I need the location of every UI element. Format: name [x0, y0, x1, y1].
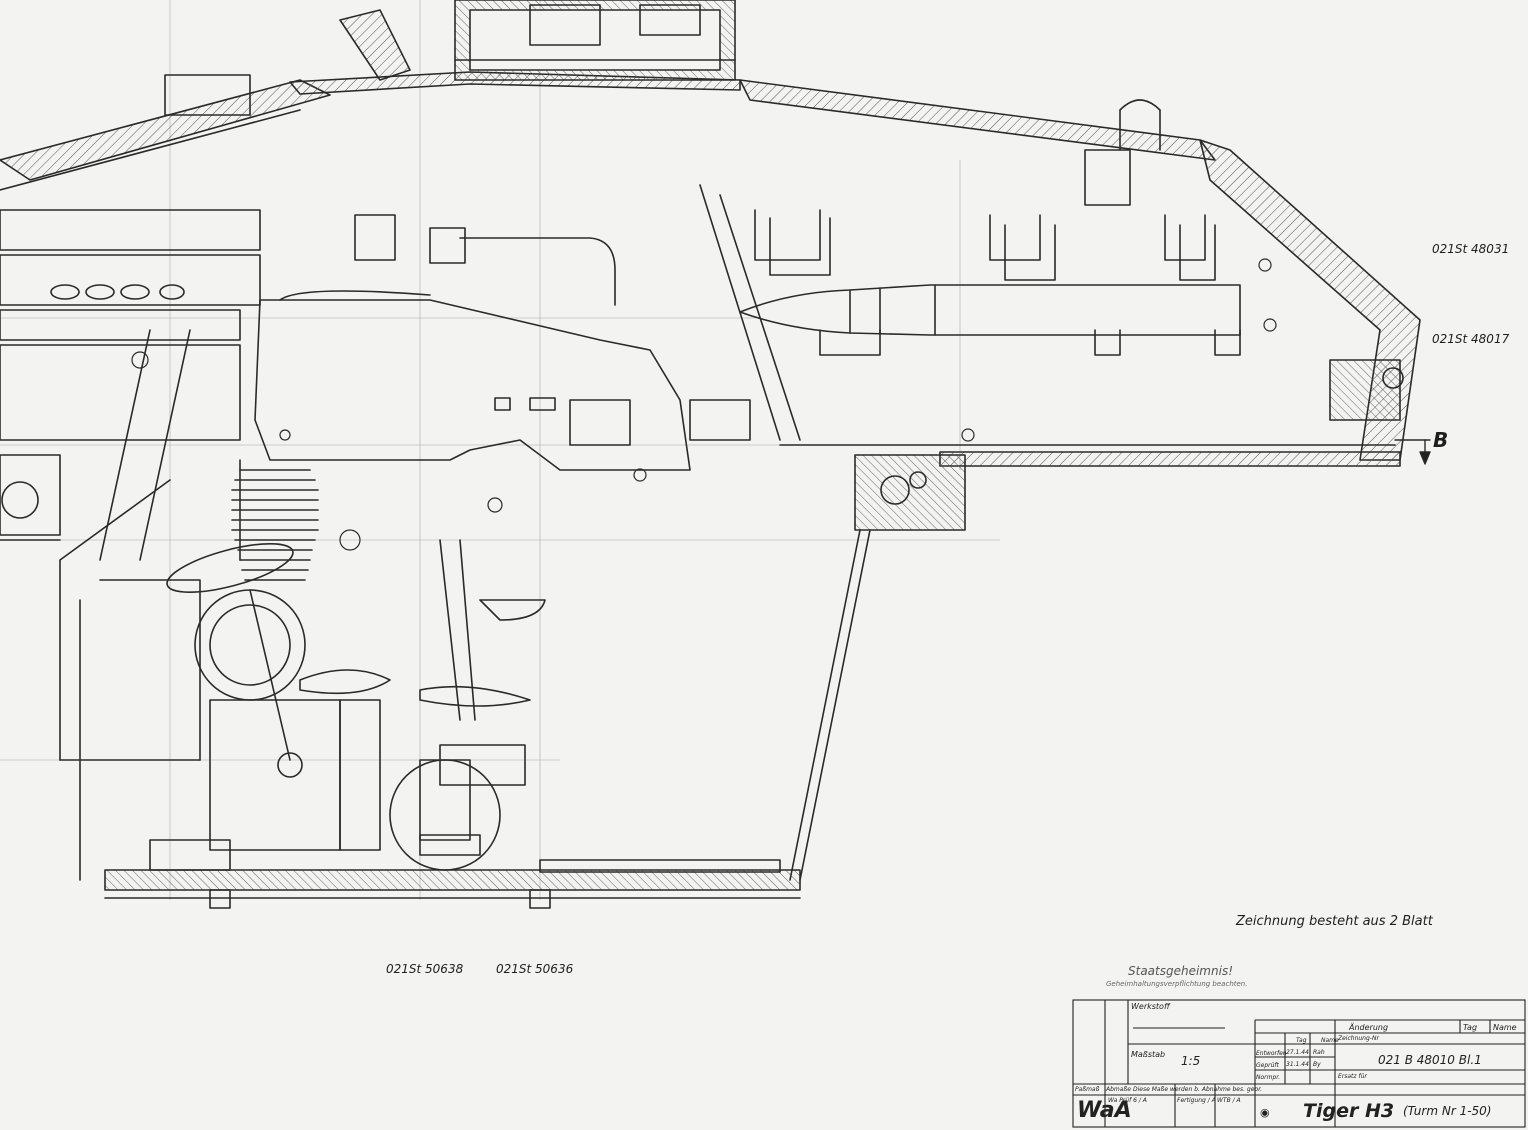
- massstab-label: Maßstab: [1131, 1050, 1166, 1059]
- part-reference-label: 021St 50636: [496, 962, 574, 976]
- product-title: Tiger H3: [1303, 1100, 1395, 1122]
- geprueft-date: 31.1.44: [1286, 1061, 1309, 1068]
- waa-mark: WaA: [1077, 1098, 1132, 1123]
- part-reference-label: 021St 48017: [1432, 332, 1510, 346]
- tag-header: Tag: [1463, 1023, 1478, 1032]
- entworfen-date: 27.1.44: [1286, 1049, 1309, 1056]
- entworfen-label: Entworfen: [1256, 1050, 1287, 1057]
- sheet-count-note: Zeichnung besteht aus 2 Blatt: [1236, 914, 1433, 929]
- recoil-guard: [254, 290, 751, 471]
- spring-stack: [231, 469, 319, 581]
- werkstoff-label: Werkstoff: [1131, 1002, 1170, 1011]
- geprueft-label: Geprüft: [1256, 1062, 1279, 1069]
- section-marker-label: B: [1433, 428, 1449, 452]
- entworfen-name: Rah: [1313, 1049, 1325, 1056]
- zeichnung-nr-label: Zeichnung-Nr: [1338, 1035, 1379, 1042]
- passmass-label: Paßmaß: [1075, 1086, 1100, 1093]
- turret-roof-armor: [0, 71, 1216, 191]
- eagle-stamp-icon: ◉: [1260, 1106, 1270, 1119]
- name-col-label: Name: [1321, 1037, 1339, 1044]
- fertigung-label: Fertigung / A: [1177, 1097, 1216, 1104]
- normpr-label: Normpr.: [1256, 1074, 1281, 1081]
- part-reference-label: 021St 50638: [386, 962, 464, 976]
- ammo-rack: [699, 184, 1241, 441]
- change-header: Änderung: [1349, 1023, 1389, 1032]
- classification-subtitle: Geheimhaltungsverpflichtung beachten.: [1106, 980, 1248, 988]
- traverse-mechanism: [59, 329, 319, 778]
- ammunition-round: [739, 284, 1241, 336]
- product-subtitle: (Turm Nr 1-50): [1403, 1104, 1492, 1118]
- turret-basket: [0, 529, 871, 881]
- turret-rear-armor: [1084, 99, 1421, 461]
- massstab-value: 1:5: [1181, 1054, 1201, 1068]
- fasteners: [131, 258, 1277, 551]
- gunner-seat: [299, 539, 546, 721]
- wa-pruef-label: Wa Prüf 6 / A: [1108, 1097, 1147, 1104]
- gun-breech: [0, 209, 616, 536]
- wtb-label: WTB / A: [1217, 1097, 1241, 1104]
- geprueft-name: By: [1313, 1061, 1321, 1068]
- classification-title: Staatsgeheimnis!: [1128, 964, 1233, 978]
- name-header: Name: [1493, 1023, 1517, 1032]
- abmasse-label: Abmaße: [1106, 1086, 1131, 1093]
- ersatz-label: Ersatz für: [1338, 1073, 1367, 1080]
- drawing-number: 021 B 48010 Bl.1: [1378, 1053, 1482, 1067]
- section-b-arrow: [1394, 439, 1431, 465]
- tag-col-label: Tag: [1296, 1037, 1307, 1044]
- abnahme-note: Diese Maße werden b. Abnahme bes. gepr.: [1133, 1086, 1263, 1093]
- part-reference-label: 021St 48031: [1432, 242, 1510, 256]
- title-block-grid: [1072, 999, 1526, 1128]
- turret-floor: [779, 444, 1401, 531]
- basket-floor: [104, 839, 801, 909]
- title-block: Werkstoff Maßstab 1:5 Änderung Tag Name …: [1073, 1000, 1525, 1127]
- cupola: [164, 0, 736, 116]
